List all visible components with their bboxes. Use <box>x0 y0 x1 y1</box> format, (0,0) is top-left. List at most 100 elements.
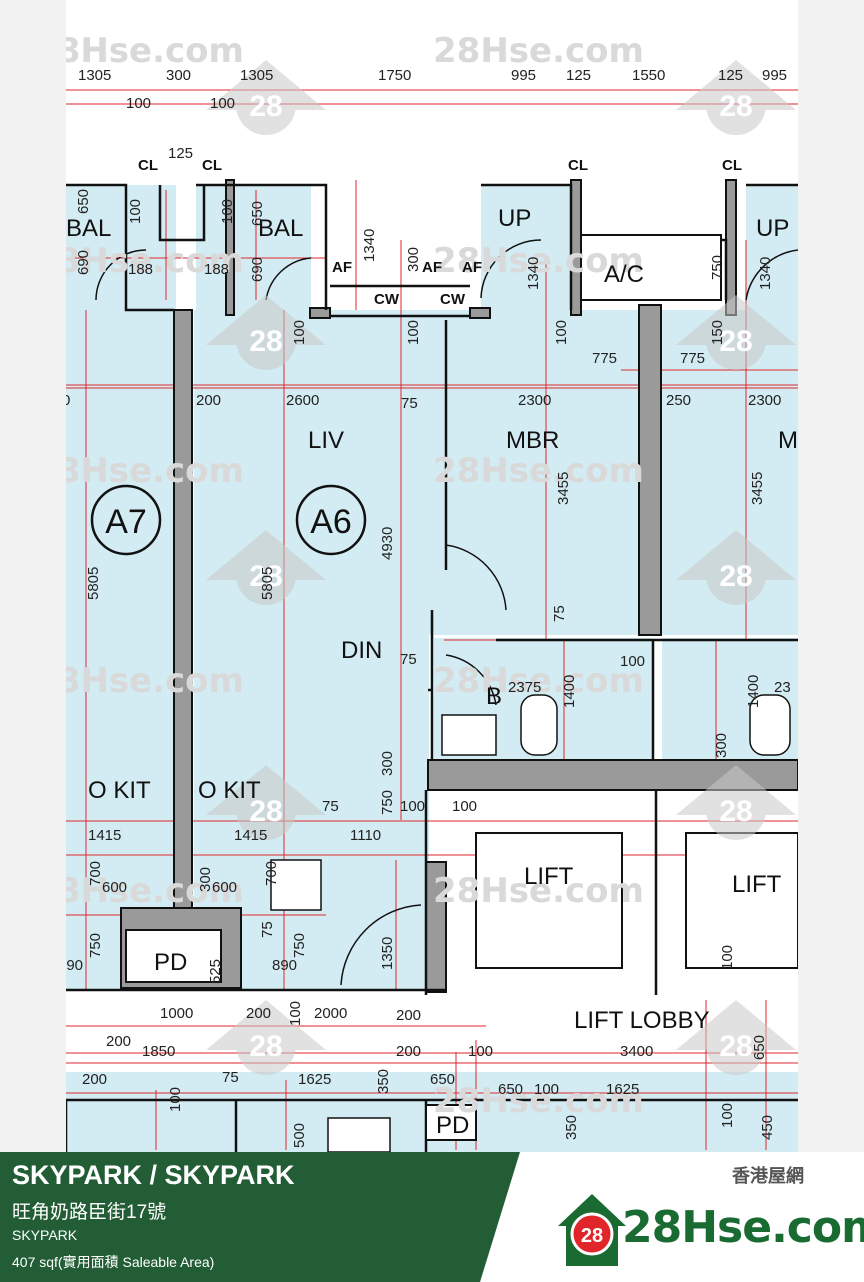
fixture-cl: CL <box>138 157 158 174</box>
dim: 125 <box>566 67 591 84</box>
room-din: DIN <box>341 637 382 664</box>
room-kit-a7: O KIT <box>88 777 151 804</box>
watermark-badge: 28 <box>719 1030 752 1063</box>
dim: 150 <box>709 320 726 345</box>
dim: 3400 <box>620 1043 653 1060</box>
brand-chinese-name: 香港屋網 <box>732 1166 804 1187</box>
dim: 23 <box>774 679 791 696</box>
dim: 2300 <box>518 392 551 409</box>
dim: 600 <box>212 879 237 896</box>
dim: 1305 <box>78 67 111 84</box>
watermark-text: 28Hse.com <box>66 661 244 701</box>
dim: 3455 <box>555 472 572 505</box>
fixture-cl: CL <box>202 157 222 174</box>
dim: 125 <box>168 145 193 162</box>
lift-cars <box>125 234 799 1141</box>
dim: 188 <box>204 261 229 278</box>
fixture-af: AF <box>462 259 482 276</box>
dim: 750 <box>709 255 726 280</box>
dim: 100 <box>719 1103 736 1128</box>
dim: 350 <box>563 1115 580 1140</box>
watermark-badge: 28 <box>719 90 752 123</box>
dim: 690 <box>249 257 266 282</box>
dim: 75 <box>551 605 568 622</box>
dim: 100 <box>719 945 736 970</box>
room-bal-right: BAL <box>258 215 303 242</box>
dim: 200 <box>82 1071 107 1088</box>
dim: 650 <box>75 189 92 214</box>
watermark-text: 28Hse.com <box>66 31 244 71</box>
listing-footer: SKYPARK / SKYPARK 旺角奶路臣街17號 SKYPARK 407 … <box>0 1152 864 1282</box>
dim: 1340 <box>361 229 378 262</box>
dim: 1340 <box>757 257 774 290</box>
room-lift-1: LIFT <box>524 863 574 890</box>
dim: 1415 <box>88 827 121 844</box>
room-ac: A/C <box>604 261 644 288</box>
brand-logo-icon: 28 <box>558 1194 626 1266</box>
watermark-badge: 28 <box>249 795 282 828</box>
dim: 3455 <box>749 472 766 505</box>
dim: 775 <box>680 350 705 367</box>
fixture-cw: CW <box>440 291 466 308</box>
dim: 100 <box>167 1087 184 1112</box>
dim: 750 <box>87 933 104 958</box>
fixture-af: AF <box>422 259 442 276</box>
room-bal-left: BAL <box>66 215 111 242</box>
dim: 188 <box>128 261 153 278</box>
watermark-text: 28Hse.com <box>66 241 244 281</box>
dim: 500 <box>291 1123 308 1148</box>
dim: 525 <box>207 959 224 984</box>
dim: 4930 <box>379 527 396 560</box>
dim: 750 <box>291 933 308 958</box>
room-pd-2: PD <box>436 1112 469 1139</box>
dim: 650 <box>249 201 266 226</box>
dim: 1415 <box>234 827 267 844</box>
fixture-cw: CW <box>374 291 400 308</box>
dim: 5805 <box>85 567 102 600</box>
dim: 100 <box>405 320 422 345</box>
unit-markers: A7 A6 <box>90 484 367 556</box>
dim: 450 <box>759 1115 776 1140</box>
watermark-badge: 28 <box>249 325 282 358</box>
dim: 700 <box>87 861 104 886</box>
dim: 100 <box>534 1081 559 1098</box>
dim: 200 <box>196 392 221 409</box>
dim: 2600 <box>286 392 319 409</box>
dim: 700 <box>263 861 280 886</box>
watermark-badge: 28 <box>249 90 282 123</box>
watermark-badge: 28 <box>249 1030 282 1063</box>
dim: 1305 <box>240 67 273 84</box>
dim: 300 <box>713 733 730 758</box>
dim: 650 <box>751 1035 768 1060</box>
dim: 100 <box>291 320 308 345</box>
fixture-af: AF <box>332 259 352 276</box>
door-swings <box>95 239 799 986</box>
dim: 1750 <box>378 67 411 84</box>
room-up-right: UP <box>756 215 789 242</box>
dim: 250 <box>666 392 691 409</box>
dim: 200 <box>396 1043 421 1060</box>
dim: 200 <box>396 1007 421 1024</box>
dim: 75 <box>222 1069 239 1086</box>
brand-badge: 28 <box>581 1225 603 1247</box>
dim: 100 <box>620 653 645 670</box>
unit-a6-label: A6 <box>310 503 352 541</box>
dim: 300 <box>197 867 214 892</box>
watermark-text: 28Hse.com <box>433 451 644 491</box>
dim: 690 <box>75 250 92 275</box>
dim: 200 <box>106 1033 131 1050</box>
dimension-labels: 1305 300 1305 1750 995 125 1550 125 995 … <box>58 67 791 1148</box>
dim: 100 <box>219 199 236 224</box>
dim: 100 <box>553 320 570 345</box>
dim: 200 <box>246 1005 271 1022</box>
unit-a7-label: A7 <box>105 503 147 541</box>
listing-estate: SKYPARK <box>12 1227 78 1243</box>
dim: 100 <box>210 95 235 112</box>
brand-logo-text: 28Hse.com <box>622 1202 864 1253</box>
dim: 995 <box>762 67 787 84</box>
floor-plan-area: 28Hse.com 28Hse.com 28Hse.com 28Hse.com … <box>0 0 864 1152</box>
watermark-text: 28Hse.com <box>433 1081 644 1121</box>
dim: 1850 <box>142 1043 175 1060</box>
dim: 75 <box>400 651 417 668</box>
fixture-cl: CL <box>568 157 588 174</box>
